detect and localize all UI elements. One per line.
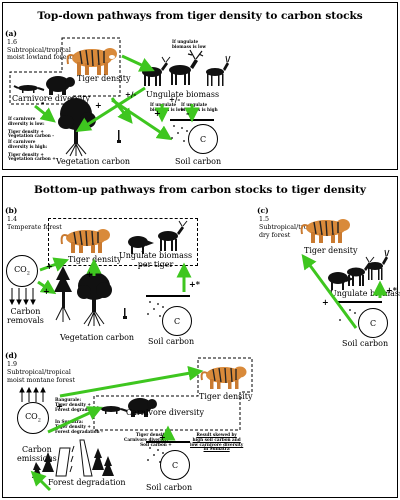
sym-plus-1: +	[95, 100, 102, 110]
b-vegetation-carbon-label: Vegetation carbon	[60, 333, 135, 342]
soil-carbon-circle: C	[188, 124, 218, 154]
panel-c-habitat-2: dry forest	[259, 232, 291, 239]
panel-c-habitat-1: Subtropical/tropical	[259, 224, 323, 231]
panel-a-label: (a)	[5, 29, 17, 38]
c-ungulate-label: Ungulate biomass	[330, 289, 400, 298]
top-panel: Top-down pathways from tiger density to …	[2, 2, 398, 170]
soil-carbon-label: Soil carbon	[175, 157, 222, 166]
d-co2-circle: CO2	[17, 402, 49, 434]
b-soil-carbon-label: Soil carbon	[148, 337, 195, 346]
sym-plusminus-2: +/-	[169, 95, 181, 104]
panel-b-dashed-group	[48, 218, 198, 266]
top-panel-title: Top-down pathways from tiger density to …	[37, 10, 363, 22]
sym-minus-2: -	[186, 108, 190, 118]
co2-circle: CO2	[6, 255, 38, 287]
b-sym-plus-2: +	[43, 286, 50, 296]
d-tiger-density-label: Tiger density	[199, 392, 253, 401]
panel-c-label: (c)	[257, 206, 269, 215]
panel-b-habitat: Temperate forest	[7, 224, 62, 231]
bottom-panel: Bottom-up pathways from carbon stocks to…	[2, 176, 398, 498]
b-soil-carbon-circle: C	[162, 306, 192, 336]
c-sym-plus-star: +*	[386, 285, 397, 295]
b-sym-plus-3: +	[86, 269, 93, 279]
panel-b-label: (b)	[5, 206, 18, 215]
c-soil-carbon-circle: C	[358, 308, 388, 338]
sym-plus-2: +	[154, 108, 161, 118]
sym-plusminus: +/-	[125, 90, 137, 99]
panel-c-number: 1.5	[259, 216, 270, 223]
panel-a-number: 1.6	[7, 39, 18, 46]
sym-minus-1: -	[41, 97, 45, 107]
panel-d-number: 1.9	[7, 361, 18, 368]
panel-d-label: (d)	[5, 351, 18, 360]
d-carnivore-diversity-label: Carnivore diversity	[126, 408, 205, 417]
b-sym-plus-1: +	[46, 261, 53, 271]
tiger-density-label: Tiger density	[77, 74, 131, 83]
panel-a-habitat-2: moist lowland forest	[7, 54, 73, 61]
d-sym-plus-1: +	[56, 401, 63, 411]
panel-d-habitat-2: moist montane forest	[7, 377, 76, 384]
d-soil-carbon-label: Soil carbon	[146, 483, 193, 492]
b-sym-plus-star: +*	[189, 279, 200, 289]
forest-degradation-label: Forest degradation	[48, 478, 126, 487]
d-soil-carbon-circle: C	[160, 450, 190, 480]
c-soil-carbon-label: Soil carbon	[342, 339, 389, 348]
note-bangurale: Bangurale: Tiger density + Forest degrad…	[55, 397, 105, 412]
note-result: Result skewed by high soil carbon and lo…	[190, 432, 244, 452]
d-sym-plus-2: +	[159, 432, 166, 442]
carnivore-diversity-label: Carnivore diversity	[12, 94, 91, 103]
bottom-panel-title: Bottom-up pathways from carbon stocks to…	[33, 184, 367, 196]
ungulate-biomass-label: Ungulate biomass	[146, 90, 220, 99]
panel-a-habitat-1: Subtropical/tropical	[7, 47, 71, 54]
panel-d-habitat-1: Subtropical/tropical	[7, 369, 71, 376]
c-sym-plus: +	[322, 297, 329, 307]
vegetation-carbon-label: Vegetation carbon	[56, 157, 131, 166]
c-tiger-density-label: Tiger density	[304, 246, 358, 255]
panel-b-number: 1.4	[7, 216, 18, 223]
